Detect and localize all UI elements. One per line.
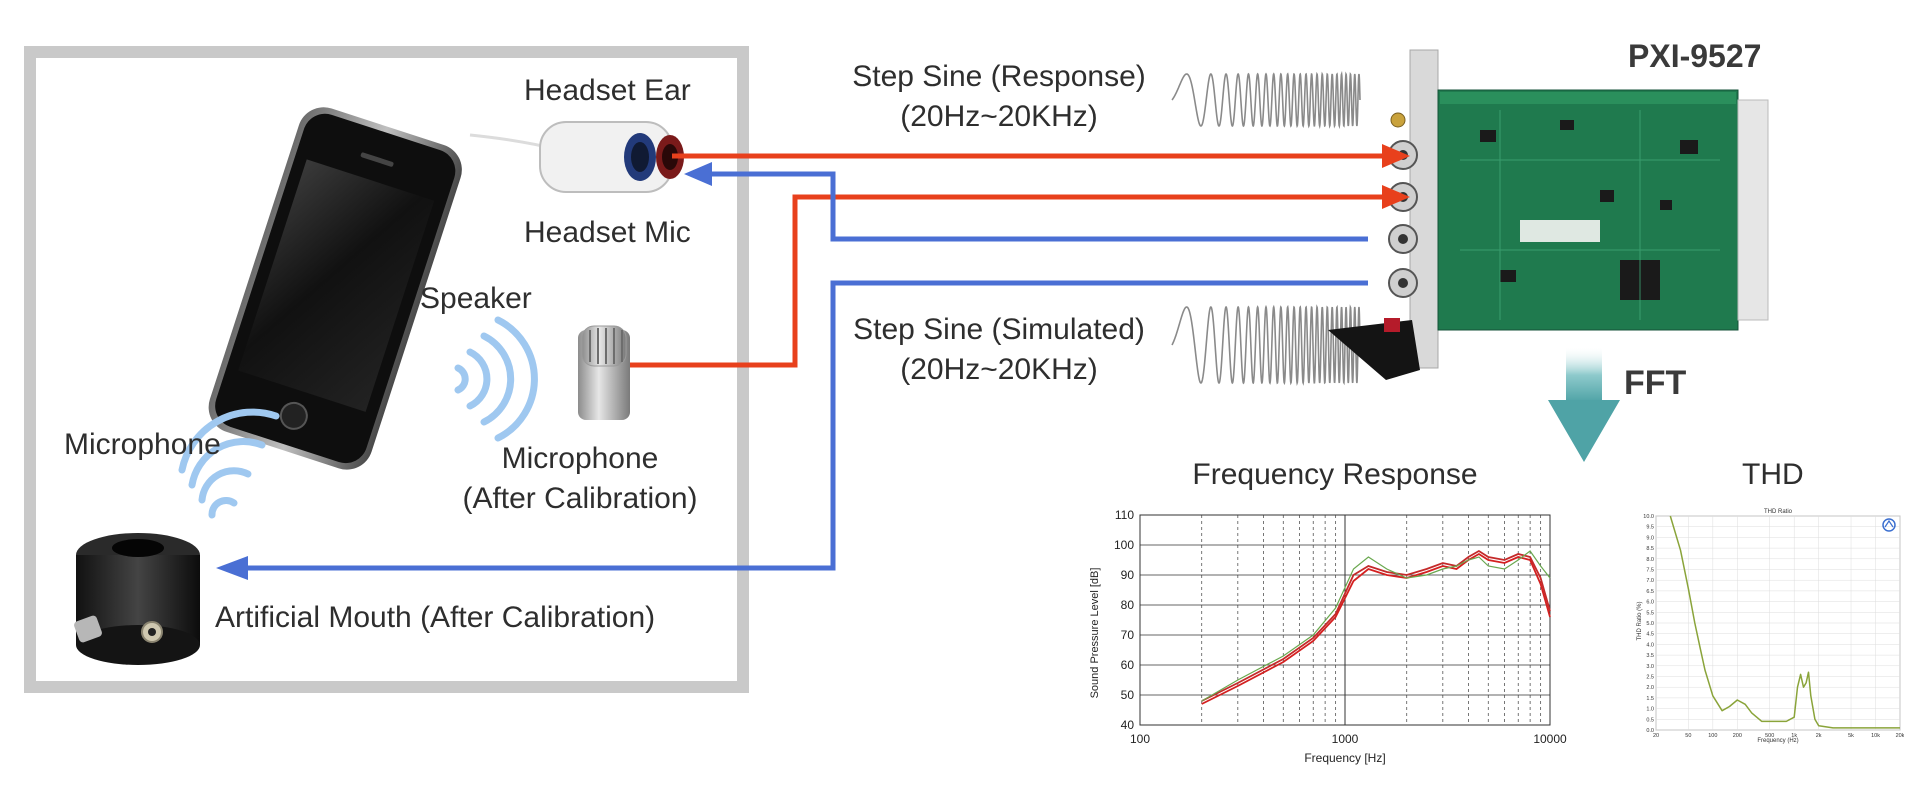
fr-xtick-label: 100 — [1130, 732, 1150, 746]
measurement-microphone-image — [578, 325, 630, 420]
thd-ytick-label: 2.0 — [1646, 685, 1654, 691]
fr-ytick-label: 100 — [1114, 538, 1134, 552]
step-sine-response-line1: Step Sine (Response) — [852, 60, 1146, 93]
thd-ytick-label: 7.5 — [1646, 568, 1654, 574]
fr-xtick-label: 1000 — [1332, 732, 1359, 746]
thd-ytick-label: 9.5 — [1646, 525, 1654, 531]
thd-ytick-label: 2.5 — [1646, 675, 1654, 681]
fr-xtick-label: 10000 — [1533, 732, 1567, 746]
fr-ytick-label: 90 — [1121, 568, 1135, 582]
fr-ytick-label: 80 — [1121, 598, 1135, 612]
frequency-response-ylabel: Sound Pressure Level [dB] — [1089, 568, 1101, 699]
thd-chart: THD Ratio 10.0 9.5 9.0 8.5 8.0 7.5 7.0 6.5 6.0 5.… — [1632, 506, 1904, 744]
thd-ytick-label: 3.5 — [1646, 653, 1654, 659]
step-sine-response-line2: (20Hz~20KHz) — [900, 100, 1098, 133]
fr-ytick-label: 110 — [1115, 508, 1134, 522]
fr-ytick-label: 40 — [1121, 718, 1135, 732]
fr-series-line — [1201, 552, 1551, 705]
thd-ytick-label: 3.0 — [1646, 664, 1654, 670]
step-sine-response-label: Step Sine (Response) (20Hz~20KHz) — [846, 60, 1152, 134]
thd-ytick-label: 8.0 — [1646, 557, 1654, 563]
frequency-response-xlabel: Frequency [Hz] — [1304, 751, 1385, 765]
thd-ytick-label: 7.0 — [1646, 578, 1654, 584]
thd-ytick-label: 4.0 — [1646, 642, 1654, 648]
pxi-9527-card-image — [1328, 49, 1769, 380]
calibrated-microphone-label-line1: Microphone — [501, 442, 659, 475]
thd-ytick-label: 10.0 — [1643, 514, 1654, 520]
simulated-waveform — [1171, 304, 1361, 387]
thd-ytick-label: 5.0 — [1646, 621, 1654, 627]
thd-xtick-label: 50 — [1685, 733, 1691, 739]
microphone-waves-icon — [178, 408, 280, 519]
step-sine-simulated-label: Step Sine (Simulated) (20Hz~20KHz) — [846, 313, 1152, 387]
speaker-waves-icon — [454, 316, 538, 442]
thd-ytick-label: 5.5 — [1646, 610, 1654, 616]
step-sine-simulated-line1: Step Sine (Simulated) — [853, 313, 1145, 346]
thd-xtick-label: 10k — [1871, 733, 1880, 739]
thd-xtick-label: 2k — [1816, 733, 1822, 739]
thd-ytick-label: 1.0 — [1646, 707, 1654, 713]
thd-title: THD — [1742, 458, 1804, 491]
thd-ytick-label: 4.5 — [1646, 632, 1654, 638]
speaker-label: Speaker — [420, 282, 532, 315]
thd-xtick-label: 5k — [1848, 733, 1854, 739]
device-label: PXI-9527 — [1628, 38, 1762, 74]
thd-chart-title: THD Ratio — [1764, 509, 1793, 515]
thd-xtick-label: 1k — [1791, 733, 1797, 739]
thd-ytick-label: 0.0 — [1646, 728, 1654, 734]
signal-wires — [216, 144, 1410, 580]
thd-xlabel: Frequency (Hz) — [1757, 738, 1798, 744]
thd-xtick-label: 20 — [1653, 733, 1659, 739]
thd-ytick-label: 9.0 — [1646, 535, 1654, 541]
phone-microphone-label: Microphone — [64, 428, 221, 461]
headset-ear-label: Headset Ear — [524, 74, 691, 107]
fr-ytick-label: 50 — [1121, 688, 1135, 702]
thd-ytick-label: 6.0 — [1646, 600, 1654, 606]
calibrated-microphone-label-line2: (After Calibration) — [462, 482, 698, 515]
fr-ytick-label: 60 — [1121, 658, 1135, 672]
thd-ytick-label: 6.5 — [1646, 589, 1654, 595]
thd-ylabel: THD Ratio (%) — [1637, 601, 1643, 640]
adlink-logo-icon — [1882, 518, 1896, 532]
fr-ytick-label: 70 — [1121, 628, 1135, 642]
smartphone-image — [208, 107, 462, 470]
thd-xtick-label: 20k — [1896, 733, 1904, 739]
frequency-response-title: Frequency Response — [1192, 458, 1478, 491]
fr-series-line — [1201, 549, 1551, 702]
thd-ytick-label: 8.5 — [1646, 546, 1654, 552]
response-waveform — [1171, 70, 1361, 130]
fft-arrow-icon — [1548, 348, 1620, 462]
fr-series-line — [1201, 550, 1551, 702]
calibrated-microphone-label: Microphone (After Calibration) — [450, 442, 710, 516]
thd-ytick-label: 0.5 — [1646, 717, 1654, 723]
thd-xtick-label: 200 — [1733, 733, 1742, 739]
step-sine-simulated-line2: (20Hz~20KHz) — [900, 353, 1098, 386]
thd-xtick-label: 500 — [1765, 733, 1774, 739]
headset-image — [469, 121, 684, 193]
headset-mic-label: Headset Mic — [524, 216, 691, 249]
artificial-mouth-image — [74, 533, 200, 665]
artificial-mouth-label: Artificial Mouth (After Calibration) — [215, 601, 656, 634]
fft-label: FFT — [1624, 364, 1687, 402]
thd-series-line — [1669, 515, 1900, 729]
thd-ytick-label: 1.5 — [1646, 696, 1654, 702]
thd-xtick-label: 100 — [1708, 733, 1717, 739]
